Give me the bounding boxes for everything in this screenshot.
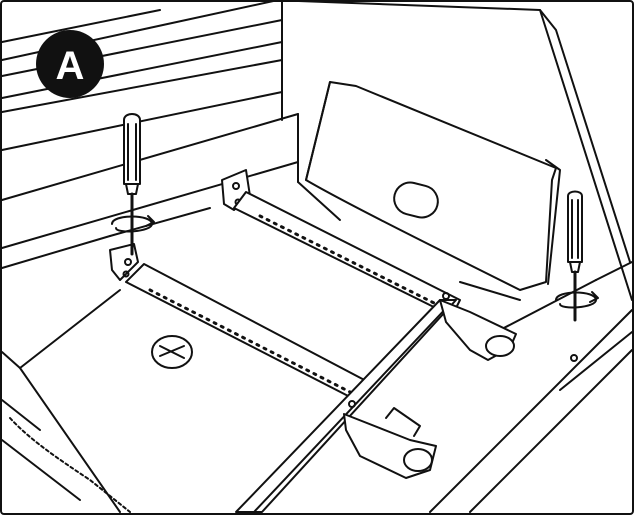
- burner-tube-back: [233, 191, 461, 317]
- burner-tube-long: [125, 263, 373, 401]
- step-badge: A: [36, 30, 104, 98]
- venturi-right: [439, 292, 517, 361]
- heat-deflector: [305, 81, 561, 291]
- ledge-screw-hole: [570, 354, 578, 362]
- step-label: A: [56, 44, 85, 88]
- venturi-front: [343, 400, 437, 479]
- screwdriver-left-icon: [111, 113, 155, 256]
- screwdriver-right-icon: [555, 190, 599, 322]
- deflector-slot: [393, 181, 439, 219]
- floor-port: [151, 335, 193, 369]
